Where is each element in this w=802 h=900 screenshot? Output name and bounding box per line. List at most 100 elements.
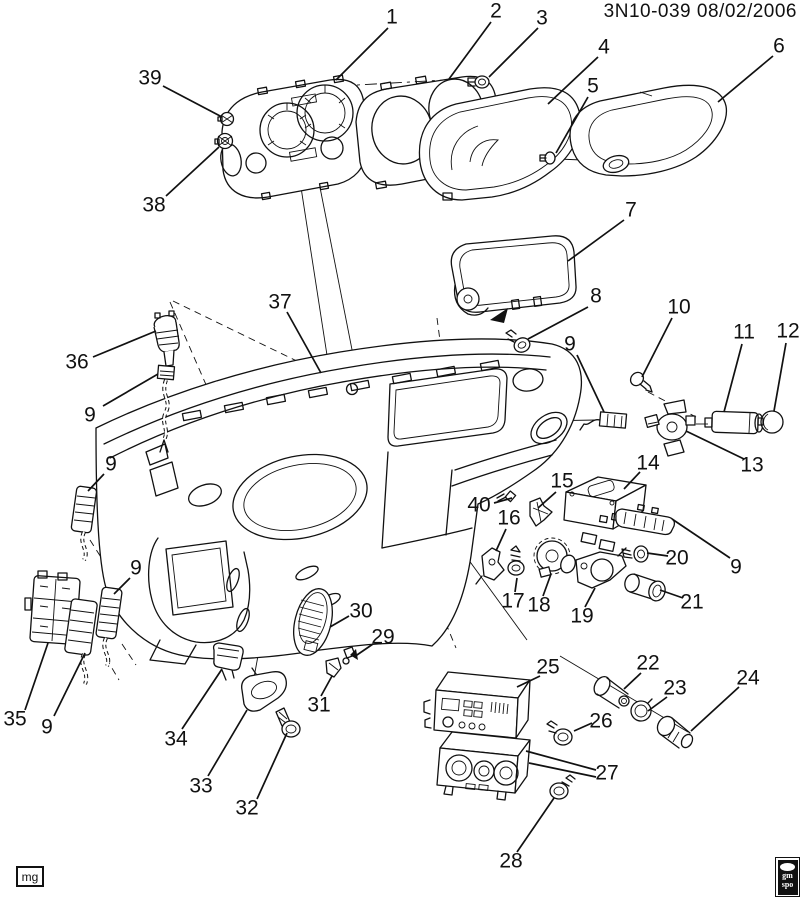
callout-label-26: 26 bbox=[589, 710, 612, 733]
callout-label-5: 5 bbox=[587, 75, 599, 98]
clip-29-drawing bbox=[343, 647, 358, 664]
callout-leader-32 bbox=[257, 733, 287, 799]
hvac-control-27-drawing bbox=[437, 732, 530, 800]
callout-label-6: 6 bbox=[773, 35, 785, 58]
callout-leader-27 bbox=[529, 763, 596, 777]
callout-label-17: 17 bbox=[501, 590, 524, 613]
callout-label-7: 7 bbox=[625, 199, 637, 222]
callout-leader-10 bbox=[642, 318, 672, 377]
callout-leader-38 bbox=[166, 147, 219, 196]
callout-leader-16 bbox=[496, 529, 506, 551]
callout-label-3: 3 bbox=[536, 7, 548, 30]
callout-label-10: 10 bbox=[667, 296, 690, 319]
lighter-socket-21-drawing bbox=[623, 572, 667, 602]
callout-leader-13 bbox=[686, 431, 744, 459]
dashboard-body-drawing bbox=[96, 339, 581, 664]
callout-label-9: 9 bbox=[105, 453, 117, 476]
callout-label-35: 35 bbox=[3, 708, 26, 731]
callout-label-25: 25 bbox=[536, 656, 559, 679]
callout-leader-30 bbox=[330, 616, 349, 627]
callout-leader-5 bbox=[556, 97, 588, 153]
callout-leader-25 bbox=[517, 676, 540, 687]
callout-leader-19 bbox=[585, 588, 595, 607]
callout-leader-3 bbox=[489, 28, 538, 77]
contact-strip-9b-drawing bbox=[616, 505, 675, 535]
callout-label-20: 20 bbox=[665, 547, 688, 570]
callout-label-9: 9 bbox=[130, 557, 142, 580]
callout-label-4: 4 bbox=[598, 36, 610, 59]
callout-leader-35 bbox=[25, 643, 48, 710]
callout-label-36: 36 bbox=[65, 351, 88, 374]
radio-25-drawing bbox=[424, 672, 530, 738]
cluster-lens-drawing bbox=[419, 88, 580, 200]
lighter-housing-24-drawing bbox=[654, 713, 695, 749]
gm-spo-logo-badge: gm spo bbox=[775, 857, 800, 897]
callout-leader-9 bbox=[103, 374, 158, 406]
callout-leader-22 bbox=[624, 673, 641, 689]
callout-leader-31 bbox=[321, 676, 332, 696]
callout-leader-4 bbox=[548, 57, 598, 104]
part-11-drawing bbox=[705, 411, 763, 434]
callout-leader-14 bbox=[624, 472, 640, 489]
callout-label-23: 23 bbox=[663, 677, 686, 700]
switch-18-drawing bbox=[534, 538, 578, 577]
callout-leader-8 bbox=[528, 307, 588, 339]
callout-label-30: 30 bbox=[349, 600, 372, 623]
bracket-19-drawing bbox=[576, 548, 626, 588]
callout-label-40: 40 bbox=[467, 494, 490, 517]
callout-label-38: 38 bbox=[142, 194, 165, 217]
cluster-trim-drawing bbox=[570, 85, 726, 176]
knob-32-drawing bbox=[276, 708, 300, 737]
gm-oval-icon bbox=[780, 862, 795, 871]
switch-34-drawing bbox=[214, 643, 244, 680]
callout-label-22: 22 bbox=[636, 652, 659, 675]
gm-spo-logo-inner: gm spo bbox=[777, 859, 798, 895]
callout-leader-27 bbox=[526, 751, 596, 770]
cover-panel-7-drawing bbox=[451, 236, 576, 323]
callout-label-14: 14 bbox=[636, 452, 660, 475]
callout-leader-1 bbox=[336, 28, 388, 80]
screw-5-drawing bbox=[540, 152, 555, 164]
callout-leader-17 bbox=[515, 578, 517, 592]
callout-label-9: 9 bbox=[41, 716, 53, 739]
callout-leader-9 bbox=[672, 519, 730, 558]
multifunction-switch-13-drawing bbox=[645, 400, 695, 456]
callout-leader-24 bbox=[691, 687, 739, 731]
callout-label-29: 29 bbox=[371, 626, 394, 649]
callout-leader-6 bbox=[718, 56, 773, 102]
callout-label-1: 1 bbox=[386, 6, 398, 29]
callout-label-37: 37 bbox=[268, 291, 291, 314]
callout-leader-26 bbox=[574, 723, 592, 731]
callout-leader-33 bbox=[208, 710, 247, 776]
callout-leader-7 bbox=[568, 220, 624, 261]
gm-logo-text-bottom: spo bbox=[781, 879, 794, 889]
connector-9e-drawing bbox=[96, 587, 123, 666]
callout-label-32: 32 bbox=[235, 797, 258, 820]
screw-28-drawing bbox=[550, 775, 575, 799]
callout-label-8: 8 bbox=[590, 285, 602, 308]
callout-label-9: 9 bbox=[84, 404, 96, 427]
connector-9a-drawing bbox=[580, 412, 627, 430]
callout-label-27: 27 bbox=[595, 762, 618, 785]
callout-leader-9 bbox=[88, 474, 104, 491]
callout-leader-36 bbox=[93, 331, 156, 357]
callout-leader-12 bbox=[774, 343, 786, 411]
callout-label-16: 16 bbox=[497, 507, 520, 530]
callout-leader-9 bbox=[54, 653, 85, 716]
callout-label-24: 24 bbox=[736, 667, 760, 690]
callout-leader-21 bbox=[660, 590, 683, 598]
callout-leader-40 bbox=[494, 498, 512, 503]
bulb-38-drawing bbox=[215, 134, 233, 149]
mg-stamp-text: mg bbox=[21, 869, 39, 884]
callout-leader-18 bbox=[543, 574, 551, 596]
callout-label-19: 19 bbox=[570, 605, 593, 628]
callout-leader-9 bbox=[114, 578, 130, 594]
callout-label-28: 28 bbox=[499, 850, 522, 873]
bulb-39-drawing bbox=[218, 113, 234, 126]
screw-26-drawing bbox=[547, 721, 572, 745]
callout-label-2: 2 bbox=[490, 0, 502, 23]
mg-stamp-badge: mg bbox=[16, 866, 44, 887]
callout-leader-29 bbox=[354, 644, 373, 657]
callout-leader-37 bbox=[287, 312, 321, 373]
